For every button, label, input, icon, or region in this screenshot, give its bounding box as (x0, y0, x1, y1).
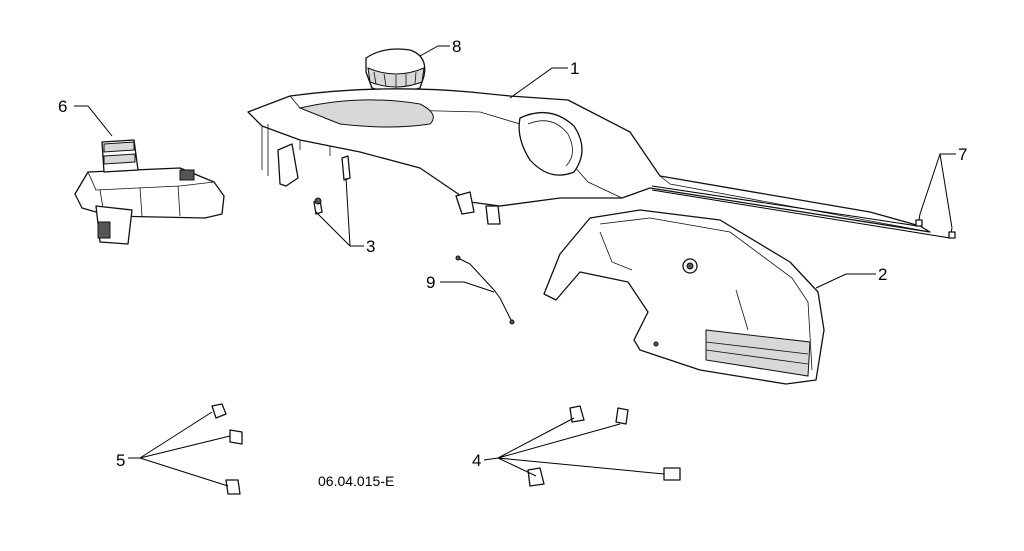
part-5-clips (211, 403, 243, 495)
callout-2: 2 (878, 265, 887, 284)
part-3-pins (313, 155, 351, 215)
part-6-fuel-tank (74, 139, 225, 245)
part-7-cables (651, 185, 956, 239)
part-2-lower-housing (543, 209, 825, 385)
part-4-clips (527, 405, 681, 487)
part-1-upper-cover (247, 88, 931, 233)
callout-7: 7 (958, 145, 967, 164)
callout-9: 9 (426, 273, 435, 292)
callout-3: 3 (366, 237, 375, 256)
callout-1: 1 (570, 59, 579, 78)
part-8-filler-cap (365, 48, 426, 93)
drawing-code: 06.04.015-E (318, 473, 394, 489)
callout-4: 4 (472, 451, 481, 470)
part-9-rod (455, 255, 515, 325)
callout-5: 5 (116, 451, 125, 470)
leader-lines (74, 45, 956, 487)
callout-8: 8 (452, 37, 461, 56)
callout-6: 6 (58, 97, 67, 116)
